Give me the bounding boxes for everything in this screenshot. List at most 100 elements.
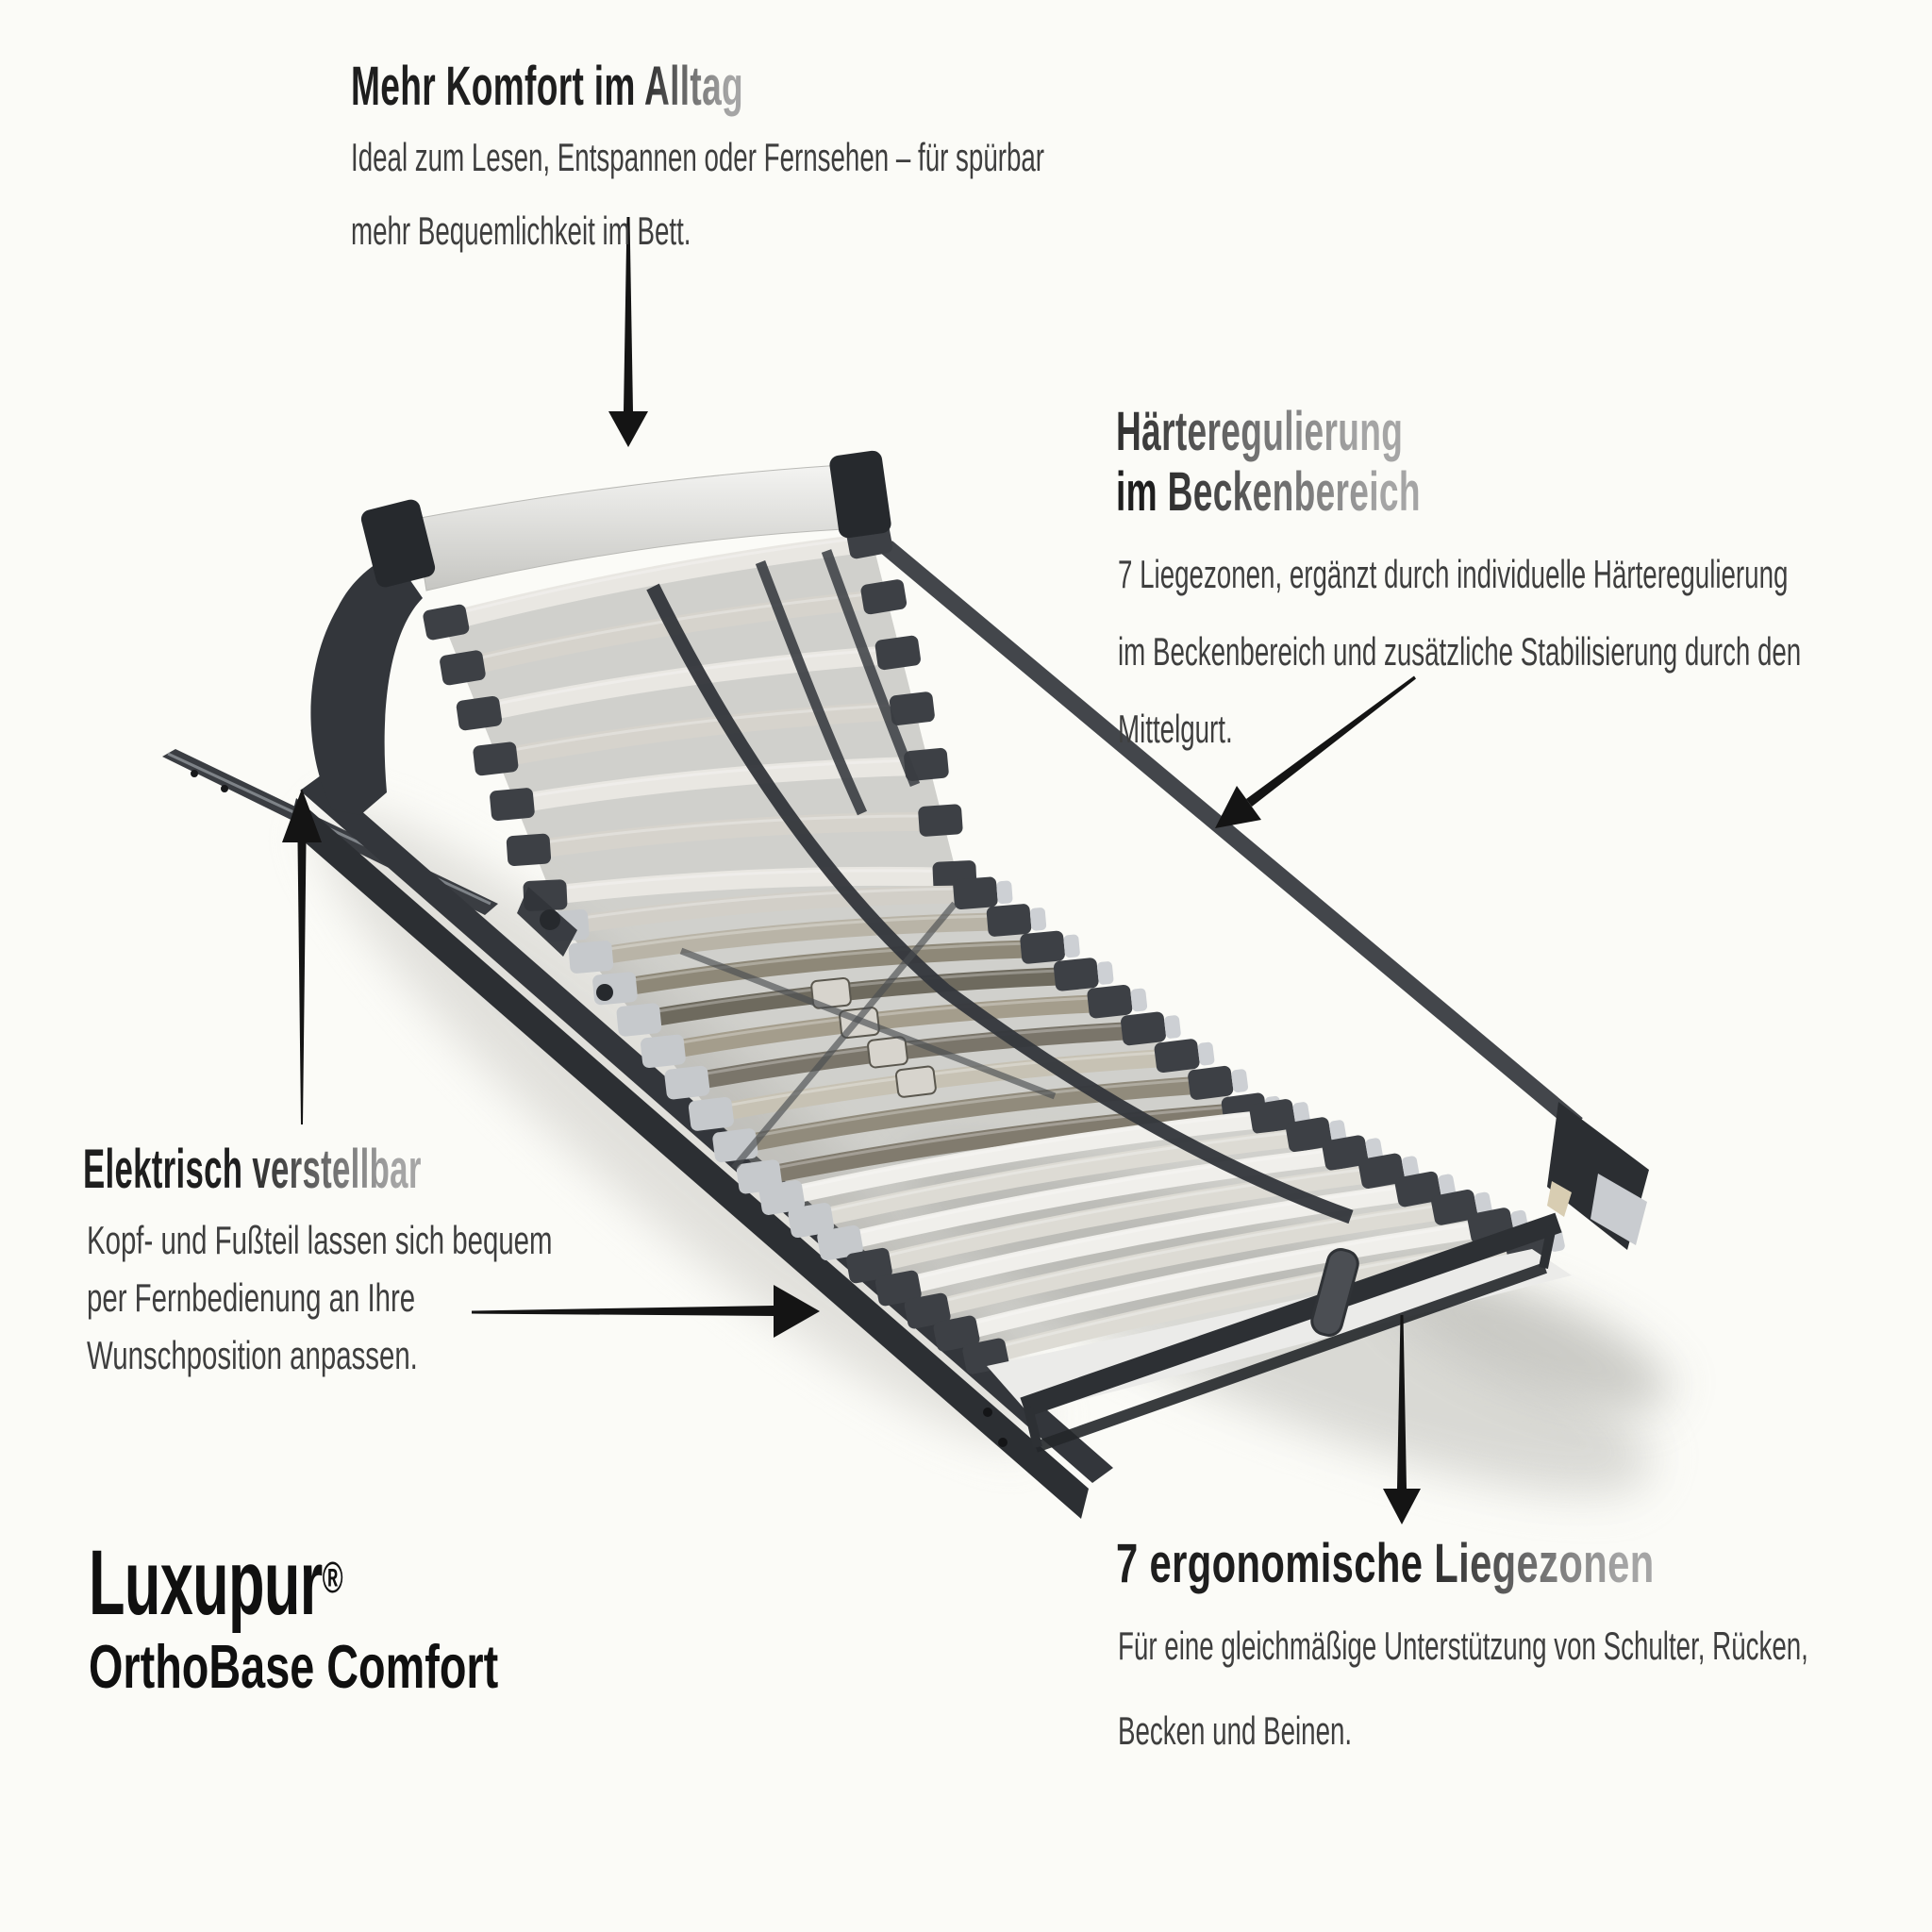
slat-end-cap	[1474, 1191, 1492, 1216]
slat-holder	[1431, 1190, 1478, 1225]
firmness-heading-line1: Härteregulierung	[1116, 401, 1404, 462]
slat-holder	[1087, 985, 1133, 1019]
slat-holder	[1322, 1135, 1369, 1171]
slat-highlight	[708, 1050, 1180, 1110]
registered-trademark-symbol: ®	[322, 1553, 343, 1602]
foot-section	[987, 1102, 1649, 1453]
slat-highlight	[492, 703, 916, 756]
slat-end-cap	[1438, 1174, 1457, 1198]
arrow-right-to-side-rail	[472, 1285, 820, 1338]
slat	[755, 1102, 1248, 1187]
slat	[707, 1048, 1181, 1124]
body-line: 7 Liegezonen, ergänzt durch individuelle…	[1118, 552, 1789, 596]
slat	[951, 1218, 1495, 1343]
slat-holder	[1121, 1011, 1166, 1046]
slat-holder	[440, 650, 486, 686]
slat-end-cap	[1402, 1156, 1420, 1180]
slat-holder	[758, 1180, 806, 1215]
slat-end-cap	[1231, 1069, 1249, 1093]
slat-end-cap	[1130, 988, 1148, 1012]
zones-heading: 7 ergonomische Liegezonen	[1116, 1533, 1655, 1594]
slat-holder	[641, 1034, 686, 1069]
slat	[864, 1163, 1386, 1275]
slat-holder	[874, 1270, 922, 1307]
comfort-heading: Mehr Komfort im Alltag	[351, 56, 744, 117]
body-line: Wunschposition anpassen.	[87, 1333, 418, 1377]
slat-highlight	[508, 758, 930, 801]
slat-highlight	[778, 1110, 1276, 1194]
slat-end-cap	[1292, 1102, 1310, 1125]
slat-highlight	[442, 535, 874, 619]
arrow-up-to-frame	[282, 789, 322, 1124]
body-line: Für eine gleichmäßige Unterstützung von …	[1118, 1624, 1808, 1668]
slat-end-cap	[996, 880, 1013, 905]
body-line: Mittelgurt.	[1118, 707, 1233, 751]
slat-highlight	[756, 1104, 1248, 1174]
slat-highlight	[732, 1076, 1214, 1142]
slat	[634, 966, 1080, 1030]
slat-holder	[918, 804, 963, 837]
electric-heading: Elektrisch verstellbar	[83, 1139, 422, 1200]
slat-end-cap	[1063, 934, 1080, 958]
slat-holder	[986, 904, 1032, 937]
body-line: mehr Bequemlichkeit im Bett.	[351, 208, 691, 253]
slat-holder	[568, 941, 614, 974]
slat	[922, 1200, 1459, 1321]
slat-highlight	[895, 1183, 1422, 1285]
slat	[562, 885, 979, 936]
firmness-slider-sleeve	[867, 1036, 908, 1069]
slat-end-cap	[1197, 1041, 1215, 1066]
slat-holder	[933, 1315, 980, 1352]
slat-end-cap	[1164, 1015, 1181, 1039]
slat	[491, 700, 916, 769]
slat	[806, 1126, 1313, 1230]
slat-highlight	[475, 646, 902, 710]
slat-holder	[817, 1224, 863, 1261]
slat-holder	[1188, 1065, 1234, 1100]
slat	[893, 1181, 1423, 1298]
slat	[587, 912, 1012, 967]
slat	[541, 866, 958, 906]
slat-holder	[1358, 1153, 1405, 1190]
slat-holder	[1154, 1039, 1200, 1074]
slat-holder	[456, 695, 502, 731]
slat-end-cap	[1365, 1138, 1383, 1162]
brand-name-text: Luxupur	[89, 1531, 323, 1634]
right-rail	[881, 541, 1583, 1131]
slat-holder	[788, 1202, 835, 1239]
arrow-down-to-foot-zones	[1383, 1315, 1421, 1524]
slat-highlight	[525, 814, 944, 847]
slat-holder	[846, 1247, 892, 1284]
brand-model: OrthoBase Comfort	[89, 1632, 499, 1701]
slat	[610, 940, 1046, 998]
arrow-diagonal-to-pelvic-zone	[1215, 675, 1416, 828]
slat-highlight	[541, 869, 958, 892]
body-line: Ideal zum Lesen, Entspannen oder Fernseh…	[351, 135, 1045, 179]
foot-strap	[1310, 1248, 1359, 1337]
slat-highlight	[659, 995, 1113, 1048]
slat-holder	[953, 876, 998, 909]
body-line: im Beckenbereich und zusätzliche Stabili…	[1118, 629, 1802, 674]
body-line: Becken und Beinen.	[1118, 1708, 1353, 1753]
slat-holder	[1053, 958, 1099, 991]
slat-highlight	[953, 1220, 1494, 1330]
body-line: Kopf- und Fußteil lassen sich bequem	[87, 1218, 553, 1262]
slat-highlight	[636, 968, 1079, 1017]
slat	[682, 1021, 1147, 1092]
slat	[474, 644, 902, 724]
slat	[525, 811, 944, 860]
slat	[441, 533, 874, 632]
slat	[508, 756, 930, 815]
hinge-bracket	[517, 887, 613, 1001]
slat-holder	[490, 788, 535, 822]
headrest-section	[310, 450, 891, 815]
slat-highlight	[866, 1165, 1385, 1262]
slat-holder	[1394, 1171, 1441, 1208]
slat-highlight	[563, 887, 979, 923]
zones-body: Für eine gleichmäßige Unterstützung von …	[1118, 1604, 1808, 1774]
slat-holder	[1020, 930, 1065, 964]
slat-holder	[874, 635, 921, 671]
firmness-body: 7 Liegezonen, ergänzt durch individuelle…	[1118, 536, 1801, 768]
